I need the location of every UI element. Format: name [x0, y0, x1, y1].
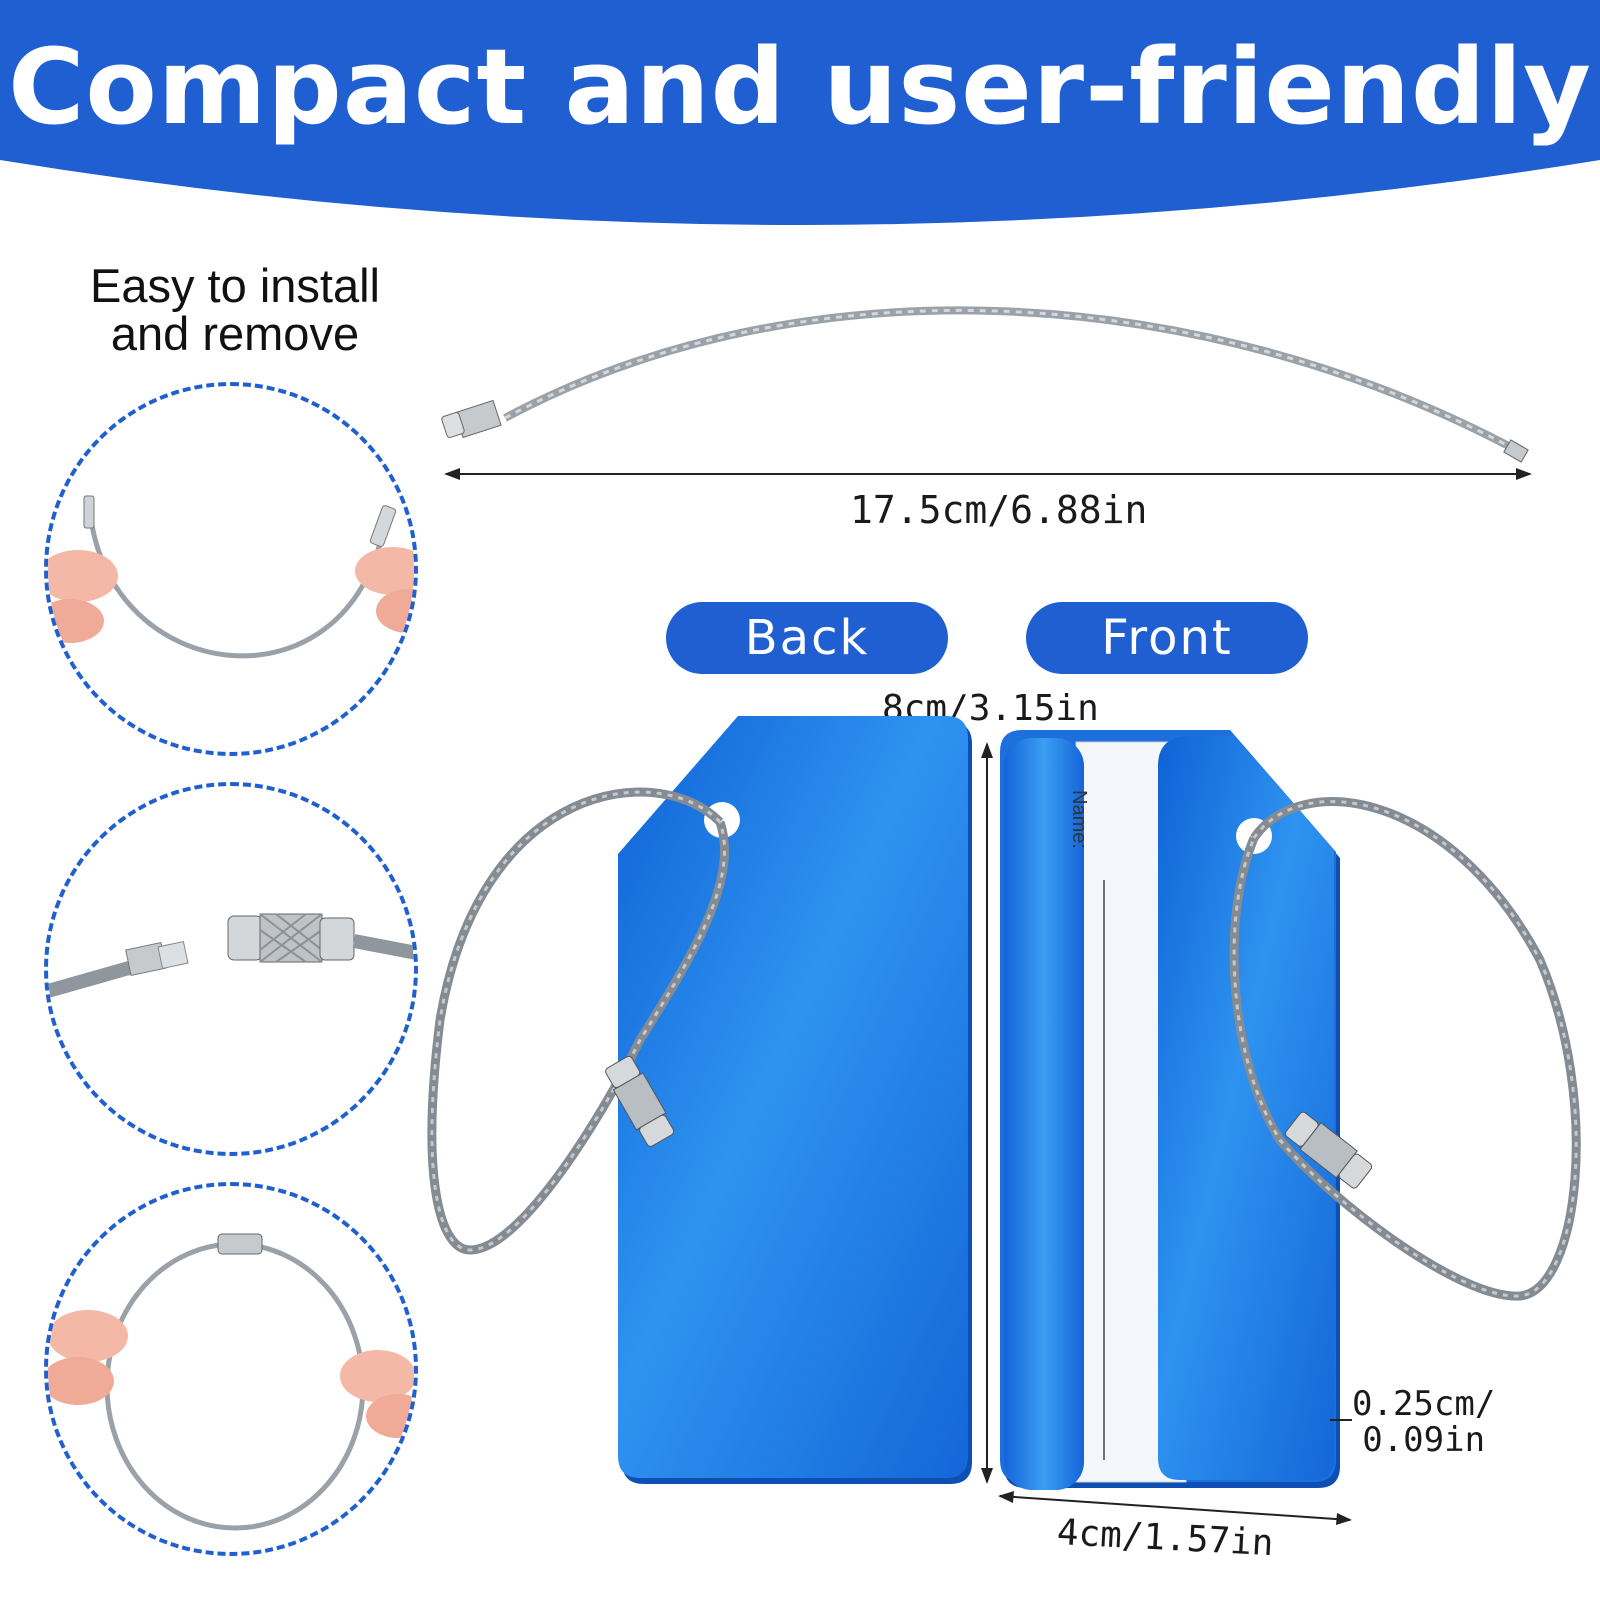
back-label-pill: Back: [666, 602, 948, 674]
back-tag: [427, 716, 972, 1484]
install-step-1: [44, 382, 418, 756]
banner-title: Compact and user-friendly: [8, 26, 1592, 148]
tag-thickness-line1: 0.25cm/: [1352, 1384, 1496, 1424]
wire-length-label: 17.5cm/6.88in: [850, 488, 1148, 532]
tag-height-arrow: [981, 742, 993, 1484]
install-heading-line2: and remove: [110, 307, 360, 360]
wire-rope-illustration: [441, 306, 1532, 480]
tag-thickness-label: 0.25cm/ 0.09in: [1352, 1386, 1495, 1458]
install-step-2: [44, 782, 418, 1156]
title-banner: Compact and user-friendly: [0, 0, 1600, 235]
tag-thickness-line2: 0.09in: [1362, 1420, 1486, 1460]
hands-holding-closed-ring-icon: [48, 1233, 414, 1531]
install-heading: Easy to install and remove: [40, 262, 430, 358]
install-heading-line1: Easy to install: [90, 259, 380, 312]
front-label-pill: Front: [1026, 602, 1308, 674]
banner-background: [0, 0, 1600, 225]
screw-lock-separated-icon: [48, 913, 414, 998]
tag-width-arrow: [998, 1491, 1352, 1525]
front-tag: [1000, 730, 1581, 1490]
hands-holding-open-wire-icon: [48, 495, 414, 659]
name-field-label: Name:: [1068, 790, 1090, 849]
install-step-3: [44, 1182, 418, 1556]
wire-length-arrow: [444, 468, 1532, 480]
